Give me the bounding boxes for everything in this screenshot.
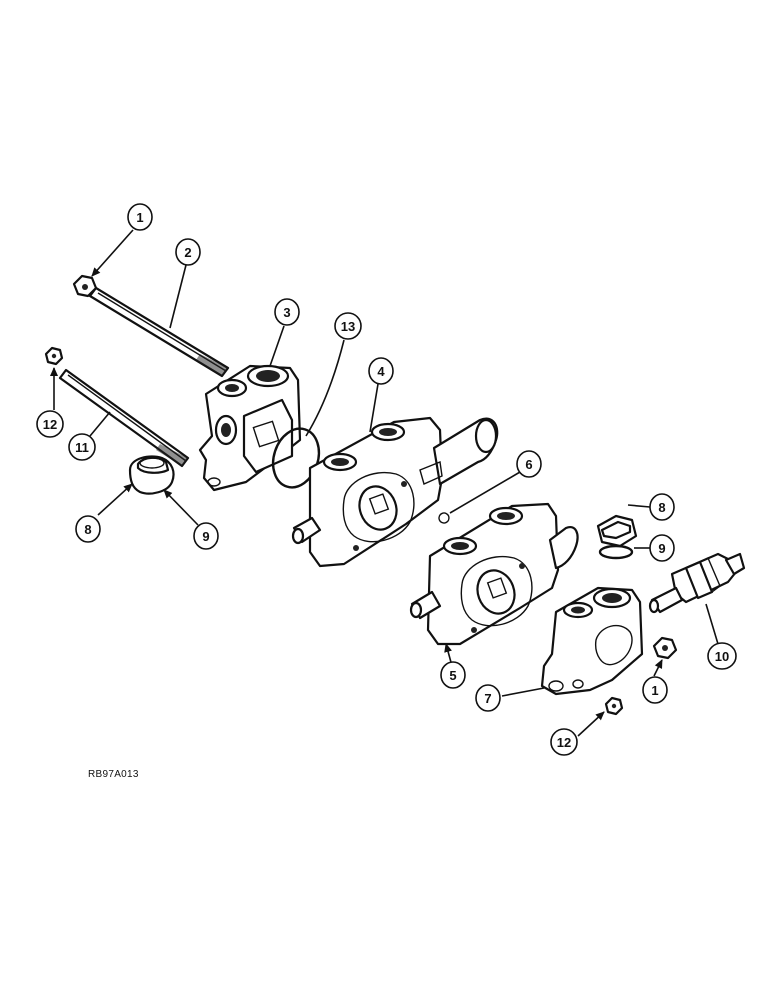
plug-right	[596, 514, 638, 560]
end-cover-outlet	[540, 586, 644, 696]
callout-7: 7	[475, 684, 501, 712]
valve-section-4	[291, 416, 499, 568]
plug-left	[128, 455, 175, 495]
callout-4: 4	[368, 357, 394, 385]
svg-text:7: 7	[484, 691, 491, 706]
tie-rod-lower	[58, 368, 190, 468]
svg-text:2: 2	[184, 245, 191, 260]
svg-text:12: 12	[557, 735, 571, 750]
svg-text:10: 10	[715, 649, 729, 664]
tie-rod-upper	[88, 286, 230, 378]
relief-valve-cartridge	[648, 552, 746, 614]
svg-text:6: 6	[525, 457, 532, 472]
nut-small-lower-right	[604, 696, 624, 716]
o-ring-small-6	[438, 512, 450, 524]
callout-1-upper: 1	[127, 203, 153, 231]
svg-text:13: 13	[341, 319, 355, 334]
svg-text:9: 9	[202, 529, 209, 544]
svg-text:1: 1	[136, 210, 143, 225]
svg-text:8: 8	[658, 500, 665, 515]
svg-text:12: 12	[43, 417, 57, 432]
svg-text:9: 9	[658, 541, 665, 556]
svg-text:4: 4	[377, 364, 385, 379]
leader-lines	[50, 229, 719, 737]
nut-lower-right	[652, 636, 678, 660]
callout-9-left: 9	[193, 522, 219, 550]
end-cover	[198, 364, 302, 492]
callout-12-upper: 12	[36, 410, 64, 438]
callout-2: 2	[175, 238, 201, 266]
callout-8-right: 8	[649, 493, 675, 521]
svg-text:5: 5	[449, 668, 456, 683]
svg-text:3: 3	[283, 305, 290, 320]
callout-6: 6	[516, 450, 542, 478]
callout-13: 13	[334, 312, 362, 340]
callout-12-lower: 12	[550, 728, 578, 756]
valve-section-5	[409, 502, 579, 646]
svg-text:8: 8	[84, 522, 91, 537]
svg-text:11: 11	[75, 440, 89, 455]
callout-8-left: 8	[75, 515, 101, 543]
nut-upper-left	[72, 274, 98, 298]
svg-text:1: 1	[651, 683, 658, 698]
callout-1-lower: 1	[642, 676, 668, 704]
callout-9-right: 9	[649, 534, 675, 562]
callout-10: 10	[707, 642, 737, 670]
callout-3: 3	[274, 298, 300, 326]
callout-5: 5	[440, 661, 466, 689]
drawing-reference-code: RB97A013	[88, 769, 139, 780]
callout-11: 11	[68, 433, 96, 461]
nut-small-upper-left	[44, 346, 64, 366]
